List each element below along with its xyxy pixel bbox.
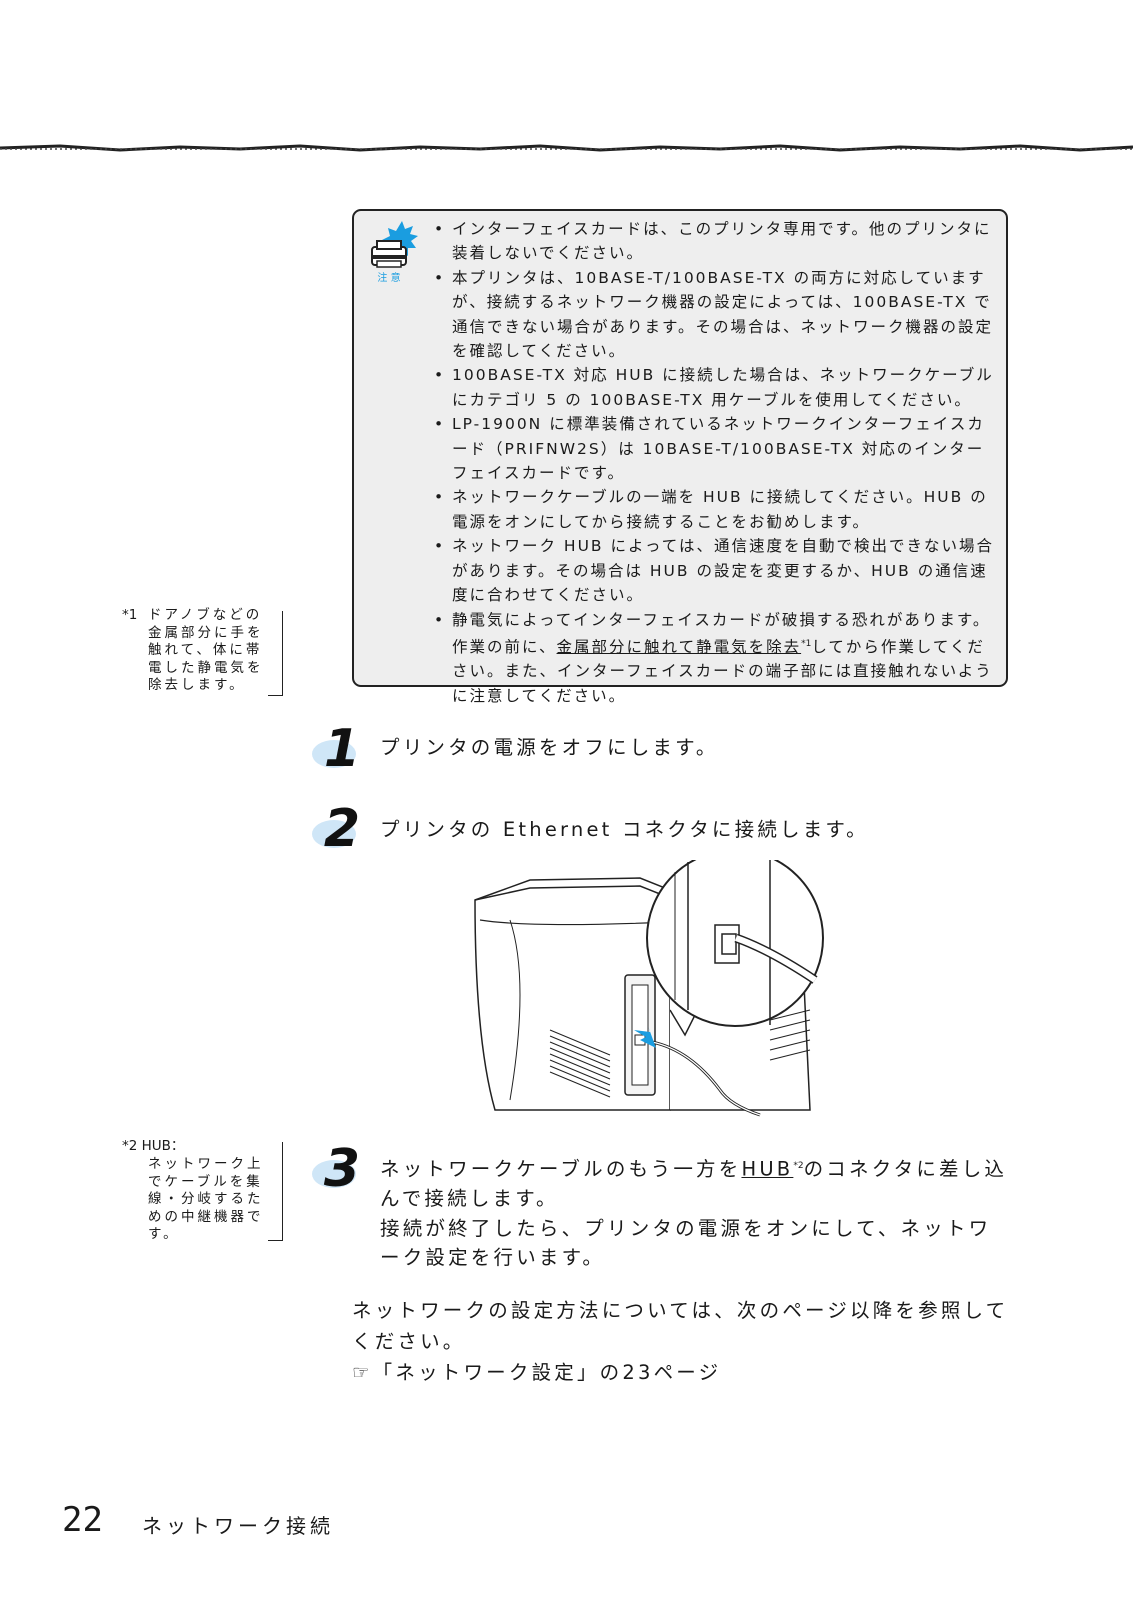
step-3-text: ネットワークケーブルのもう一方をHUB*2のコネクタに差し込んで接続します。 接… <box>380 1152 1010 1273</box>
side-note-bracket <box>268 611 283 696</box>
note-item: LP-1900N に標準装備されているネットワークインターフェイスカード（PRI… <box>434 412 994 485</box>
static-electricity-link[interactable]: 金属部分に触れて静電気を除去 <box>556 638 802 657</box>
note-item-text: ネットワークケーブルの一端を HUB に接続してください。HUB の電源をオンに… <box>452 488 988 531</box>
side-note-text: ネットワーク上でケーブルを集線・分岐するための中継機器です。 <box>148 1156 264 1243</box>
printer-caution-icon: 注 意 <box>368 221 420 284</box>
step-3-text-before: ネットワークケーブルのもう一方を <box>380 1157 742 1181</box>
step-2-text: プリンタの Ethernet コネクタに接続します。 <box>380 818 869 841</box>
note-item-text: LP-1900N に標準装備されているネットワークインターフェイスカード（PRI… <box>452 415 985 483</box>
note-item-text: 静電気によってインターフェイスカードが破損する恐れがあります。作業の前に、 <box>452 610 991 657</box>
step-number: 2 <box>324 800 360 856</box>
closing-paragraph: ネットワークの設定方法については、次のページ以降を参照してください。 ☞「ネット… <box>352 1295 1012 1388</box>
caution-icon-label: 注 意 <box>377 271 400 283</box>
step-1-text: プリンタの電源をオフにします。 <box>380 736 719 759</box>
note-item-text: インターフェイスカードは、このプリンタ専用です。他のプリンタに装着しないでくださ… <box>452 220 992 263</box>
note-item-text: ネットワーク HUB によっては、通信速度を自動で検出できない場合があります。そ… <box>452 537 994 605</box>
cross-reference-link[interactable]: ☞「ネットワーク設定」の23ページ <box>352 1361 722 1384</box>
hub-link[interactable]: HUB <box>741 1157 794 1181</box>
side-note-number: *2 HUB： <box>122 1138 185 1154</box>
side-note-1: *1 ドアノブなどの金属部分に手を触れて、体に帯電した静電気を除去します。 <box>122 607 282 697</box>
side-note-2: *2 HUB： ネットワーク上でケーブルを集線・分岐するための中継機器です。 <box>122 1138 282 1242</box>
section-title: ネットワーク接続 <box>142 1514 334 1538</box>
printer-ethernet-illustration <box>474 860 824 1117</box>
step-number: 3 <box>324 1140 360 1196</box>
caution-note-list: インターフェイスカードは、このプリンタ専用です。他のプリンタに装着しないでくださ… <box>434 217 994 708</box>
step-3-text-after: のコネクタに差し込んで接続します。 <box>380 1157 1008 1211</box>
top-decorative-rule <box>0 144 1133 152</box>
note-item: インターフェイスカードは、このプリンタ専用です。他のプリンタに装着しないでくださ… <box>434 217 994 266</box>
note-item-text: 100BASE-TX 対応 HUB に接続した場合は、ネットワークケーブルにカテ… <box>452 366 994 409</box>
note-item: 本プリンタは、10BASE-T/100BASE-TX の両方に対応していますが、… <box>434 266 994 364</box>
footnote-ref: *1 <box>801 638 812 649</box>
note-item: ネットワーク HUB によっては、通信速度を自動で検出できない場合があります。そ… <box>434 534 994 607</box>
side-note-bracket <box>268 1142 283 1241</box>
closing-line-1: ネットワークの設定方法については、次のページ以降を参照してください。 <box>352 1299 1009 1353</box>
side-note-number: *1 <box>122 607 138 623</box>
note-item: 静電気によってインターフェイスカードが破損する恐れがあります。作業の前に、金属部… <box>434 608 994 709</box>
step-3-continued-text: 接続が終了したら、プリンタの電源をオンにして、ネットワーク設定を行います。 <box>380 1216 992 1270</box>
side-note-text: ドアノブなどの金属部分に手を触れて、体に帯電した静電気を除去します。 <box>148 607 264 694</box>
note-item: 100BASE-TX 対応 HUB に接続した場合は、ネットワークケーブルにカテ… <box>434 363 994 412</box>
step-number-1-icon: 1 <box>312 720 360 776</box>
page-number: 22 <box>62 1500 103 1540</box>
step-number-2-icon: 2 <box>312 800 360 856</box>
note-item-text: してから作業してください。また、インターフェイスカードの端子部には直接触れないよ… <box>452 638 993 705</box>
step-number-3-icon: 3 <box>312 1140 360 1196</box>
step-number: 1 <box>324 720 360 776</box>
note-item-text: 本プリンタは、10BASE-T/100BASE-TX の両方に対応していますが、… <box>452 268 993 361</box>
caution-note-box: 注 意 インターフェイスカードは、このプリンタ専用です。他のプリンタに装着しない… <box>352 209 1008 705</box>
footnote-ref: *2 <box>793 1161 804 1171</box>
note-item: ネットワークケーブルの一端を HUB に接続してください。HUB の電源をオンに… <box>434 485 994 534</box>
